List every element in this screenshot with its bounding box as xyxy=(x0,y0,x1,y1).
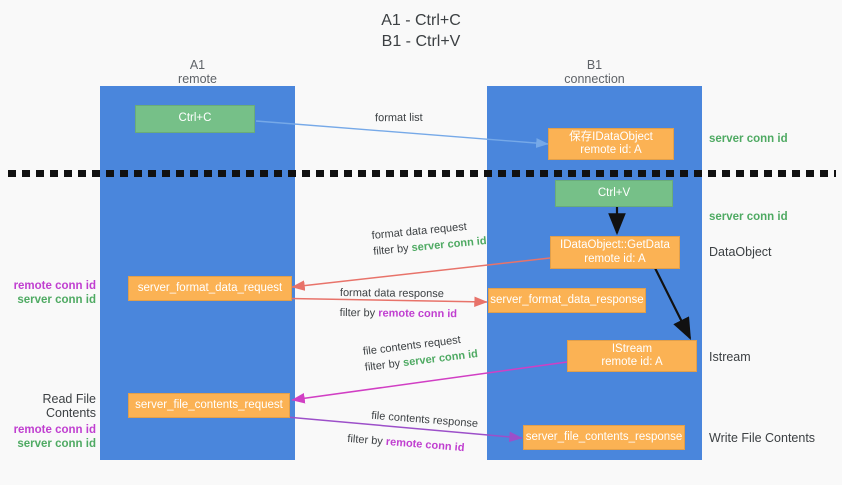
remote-conn-id-key-2: remote conn id xyxy=(378,307,458,321)
annotation-server-conn-id-top: server conn id xyxy=(709,133,788,145)
column-header-b1: B1 connection xyxy=(564,58,625,86)
edge-label-format-list: format list xyxy=(375,110,423,126)
node-server-format-data-request[interactable]: server_format_data_request xyxy=(128,276,292,301)
annotation-file-server-conn-id: server conn id xyxy=(17,438,96,450)
annotation-read-file-contents-group: Read File Contents remote conn id server… xyxy=(0,392,96,451)
annotation-file-remote-conn-id: remote conn id xyxy=(13,424,96,436)
filter-by-prefix-2: filter by xyxy=(339,306,379,320)
edge-label-format-list-text: format list xyxy=(374,111,423,125)
edge-label-format-data-response: format data response filter by remote co… xyxy=(340,285,458,322)
phase-divider xyxy=(8,170,836,177)
filter-by-prefix-1: filter by xyxy=(372,242,413,258)
node-idataobject-getdata[interactable]: IDataObject::GetData remote id: A xyxy=(550,236,680,269)
edge-label-file-contents-response-line2: filter by remote conn id xyxy=(347,431,477,457)
annotation-dataobject: DataObject xyxy=(709,245,772,259)
edge-label-file-contents-response: file contents response filter by remote … xyxy=(347,406,479,457)
annotation-format-conn-ids: remote conn id server conn id xyxy=(8,279,96,307)
node-ctrl-c[interactable]: Ctrl+C xyxy=(135,105,255,133)
annotation-istream: Istream xyxy=(709,350,751,364)
column-header-a1: A1 remote xyxy=(178,58,217,86)
filter-by-prefix-4: filter by xyxy=(346,432,387,448)
node-save-idataobject[interactable]: 保存IDataObject remote id: A xyxy=(548,128,674,160)
node-ctrl-v[interactable]: Ctrl+V xyxy=(555,180,673,207)
annotation-format-remote-conn-id: remote conn id xyxy=(13,280,96,292)
edge-label-file-contents-response-line1: file contents response xyxy=(370,409,479,431)
node-istream[interactable]: IStream remote id: A xyxy=(567,340,697,372)
annotation-read-file-contents: Read File Contents xyxy=(42,392,97,420)
annotation-write-file-contents: Write File Contents xyxy=(709,431,816,445)
node-server-format-data-response[interactable]: server_format_data_response xyxy=(488,288,646,313)
page-title: A1 - Ctrl+C B1 - Ctrl+V xyxy=(381,12,461,50)
node-server-file-contents-response[interactable]: server_file_contents_response xyxy=(523,425,685,450)
edge-label-format-data-response-line2: filter by remote conn id xyxy=(340,305,458,322)
filter-by-prefix-3: filter by xyxy=(364,357,404,374)
annotation-format-server-conn-id: server conn id xyxy=(17,294,96,306)
node-server-file-contents-request[interactable]: server_file_contents_request xyxy=(128,393,290,418)
edge-label-file-contents-request: file contents request filter by server c… xyxy=(362,330,479,376)
edge-label-format-data-request: format data request filter by server con… xyxy=(371,217,487,260)
annotation-server-conn-id-mid: server conn id xyxy=(709,211,788,223)
remote-conn-id-key-4: remote conn id xyxy=(385,435,465,455)
edge-label-format-data-response-line1: format data response xyxy=(339,286,444,301)
